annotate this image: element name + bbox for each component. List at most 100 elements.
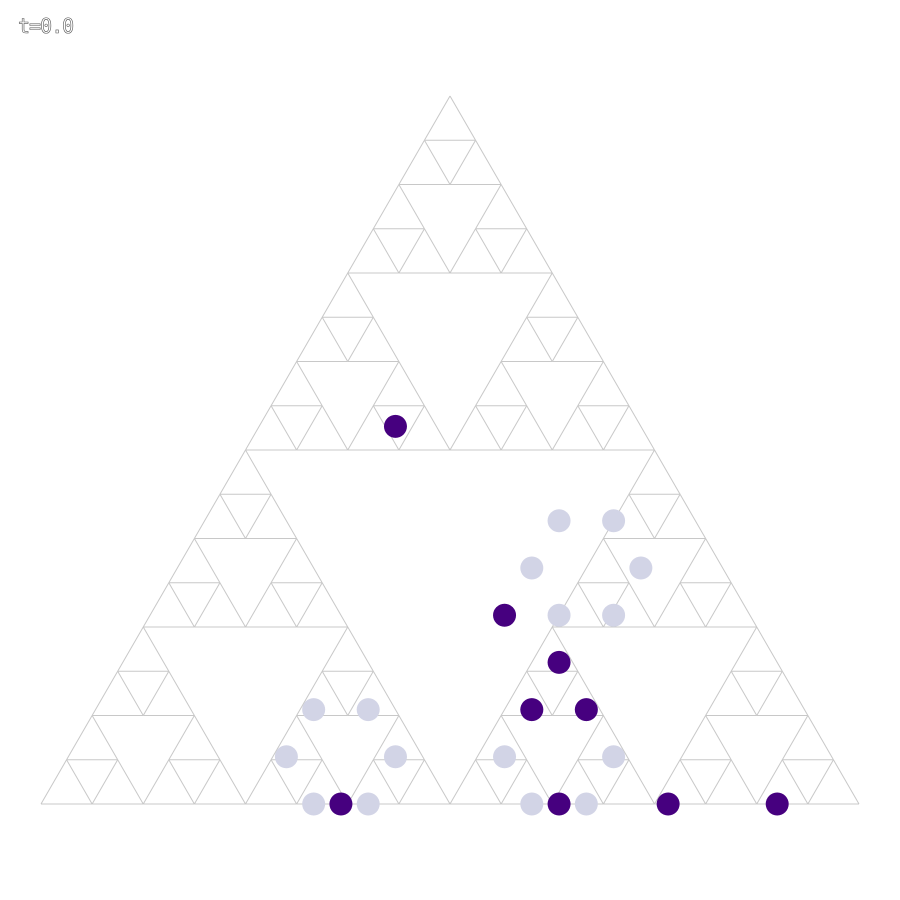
edge [168, 670, 195, 716]
edge [219, 493, 246, 539]
edge [270, 715, 298, 761]
edge [449, 405, 476, 451]
edge [372, 184, 400, 230]
edge [500, 670, 528, 716]
edge [730, 582, 758, 628]
edge [526, 670, 553, 716]
edge [449, 759, 476, 805]
edge [66, 759, 93, 805]
edge [424, 405, 451, 451]
edge [475, 405, 502, 451]
edge [296, 361, 323, 407]
edge [219, 582, 246, 628]
active-node [765, 792, 789, 816]
edge [551, 670, 579, 716]
edge [321, 582, 349, 628]
edge [551, 272, 579, 318]
edge [193, 493, 221, 539]
edge [296, 715, 323, 761]
edge [475, 139, 502, 185]
edge [372, 670, 400, 716]
edge [142, 626, 170, 672]
edge [551, 316, 579, 362]
edge [602, 715, 630, 761]
edge [424, 228, 451, 274]
edge [398, 361, 425, 407]
edge [628, 493, 655, 539]
edge [526, 405, 553, 451]
edge [91, 670, 119, 716]
faded-node [302, 792, 326, 816]
edge [40, 759, 67, 805]
edge [296, 405, 323, 451]
edge [730, 626, 758, 672]
edge [756, 759, 783, 805]
active-node [656, 792, 680, 816]
edge [551, 626, 579, 672]
edge [781, 715, 809, 761]
edge [142, 670, 170, 716]
edge [245, 449, 272, 495]
edge [577, 715, 604, 761]
edge [654, 493, 681, 539]
edge [296, 582, 323, 628]
faded-node [302, 698, 326, 722]
edge [398, 228, 425, 274]
active-node [383, 414, 407, 438]
edge [679, 582, 707, 628]
edge [193, 759, 221, 805]
edge [424, 95, 451, 141]
edge [372, 228, 400, 274]
edge [705, 670, 732, 716]
edge [398, 759, 425, 805]
edge [500, 184, 528, 230]
edge [602, 361, 630, 407]
edge [372, 316, 400, 362]
edge [245, 582, 272, 628]
active-node [329, 792, 353, 816]
edge [475, 759, 502, 805]
edge [654, 759, 681, 805]
edge [602, 538, 630, 584]
edge [679, 759, 707, 805]
edge [705, 538, 732, 584]
edge [245, 493, 272, 539]
edge [475, 361, 502, 407]
faded-node [520, 792, 544, 816]
edge [321, 670, 349, 716]
edge [679, 538, 707, 584]
edge [219, 449, 246, 495]
edge [756, 670, 783, 716]
edge [347, 228, 374, 274]
edge [577, 361, 604, 407]
faded-node [602, 745, 626, 769]
edge [526, 228, 553, 274]
edge [679, 493, 707, 539]
edge [168, 582, 195, 628]
edge [347, 626, 374, 672]
edge [193, 582, 221, 628]
edge [577, 538, 604, 584]
edge [398, 715, 425, 761]
faded-node [274, 745, 298, 769]
faded-node [547, 603, 571, 627]
edge [347, 272, 374, 318]
edge [577, 670, 604, 716]
edge [475, 228, 502, 274]
active-node [493, 603, 517, 627]
edge [756, 626, 783, 672]
edge [91, 759, 119, 805]
edge [602, 405, 630, 451]
edge [705, 582, 732, 628]
edge [117, 759, 144, 805]
edge [500, 316, 528, 362]
edge [347, 670, 374, 716]
edge [296, 316, 323, 362]
edge [577, 316, 604, 362]
edge [705, 715, 732, 761]
edge [807, 715, 834, 761]
edge [500, 715, 528, 761]
edge [449, 95, 476, 141]
faded-node [493, 745, 517, 769]
edge [449, 139, 476, 185]
